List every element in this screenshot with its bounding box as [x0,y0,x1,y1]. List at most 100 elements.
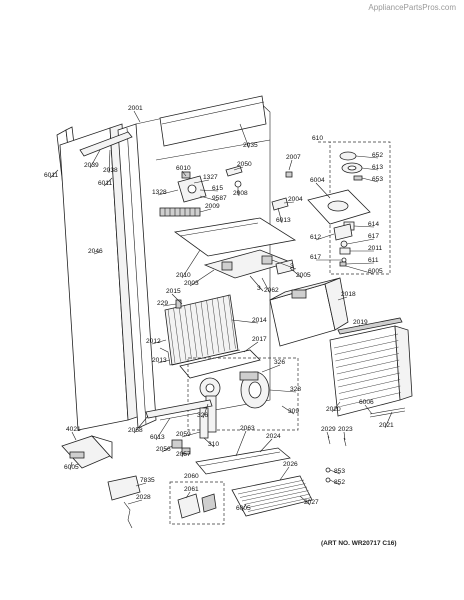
part-callout-2018[interactable]: 2018 [341,291,356,298]
fan-motor-326[interactable] [199,377,221,433]
part-callout-2019[interactable]: 2019 [353,319,368,326]
part-callout-2063[interactable]: 2063 [240,425,255,432]
part-callout-2014[interactable]: 2014 [252,317,267,324]
part-callout-2010[interactable]: 2010 [176,272,191,279]
fitting-613[interactable] [341,162,363,174]
part-callout-6011[interactable]: 6011 [44,172,59,179]
pin-617[interactable] [341,257,347,263]
valve-653[interactable] [353,175,363,181]
part-callout-2059[interactable]: 2059 [176,431,191,438]
clip-2057[interactable] [181,447,191,455]
part-callout-611[interactable]: 611 [368,257,379,264]
bracket-kit-2061[interactable] [177,493,217,519]
rear-grille-2020[interactable] [329,325,413,417]
part-callout-6005[interactable]: 6005 [236,505,251,512]
part-callout-6013[interactable]: 6013 [150,434,165,441]
part-callout-2013[interactable]: 2013 [152,357,167,364]
part-callout-2038[interactable]: 2038 [103,167,118,174]
part-callout-310[interactable]: 310 [208,441,219,448]
evaporator-coil-2014[interactable] [164,294,239,366]
part-callout-326[interactable]: 326 [274,359,285,366]
part-callout-2057[interactable]: 2057 [176,451,191,458]
part-callout-2001[interactable]: 2001 [128,105,143,112]
screw-strip-2021[interactable] [369,407,406,418]
bracket-7835[interactable] [107,475,141,501]
vent-grille-2009[interactable] [159,207,201,217]
fan-cover-2018[interactable] [269,277,349,347]
fitting-652[interactable] [339,151,357,161]
part-callout-612[interactable]: 612 [310,234,321,241]
gasket-strip-2019[interactable] [337,317,403,335]
part-callout-2015[interactable]: 2015 [166,288,181,295]
fan-motor-assembly-328[interactable] [239,371,270,409]
screw-853[interactable] [325,467,331,473]
clip-2056[interactable] [171,439,183,449]
part-callout-2029[interactable]: 2029 [321,426,336,433]
motor-612[interactable] [333,223,353,241]
part-callout-2058[interactable]: 2058 [128,427,143,434]
part-callout-2050[interactable]: 2050 [237,161,252,168]
part-callout-3[interactable]: 3 [290,263,294,270]
part-callout-2007[interactable]: 2007 [286,154,301,161]
part-callout-9587[interactable]: 9587 [212,195,227,202]
part-callout-617[interactable]: 617 [310,254,321,261]
part-callout-2027[interactable]: 2027 [304,499,319,506]
part-callout-2026[interactable]: 2026 [283,461,298,468]
part-callout-853[interactable]: 853 [334,468,345,475]
control-bracket-615[interactable] [177,171,207,203]
part-callout-3[interactable]: 3 [257,285,261,292]
part-callout-7835[interactable]: 7835 [140,477,155,484]
defrost-terminator-229[interactable] [175,299,182,309]
mullion-post-2001[interactable] [117,123,157,429]
bottom-track-2058[interactable] [145,399,213,419]
evaporator-heater-2013[interactable] [159,347,241,366]
part-callout-6004[interactable]: 6004 [310,177,325,184]
part-callout-2060[interactable]: 2060 [184,473,199,480]
part-callout-617[interactable]: 617 [368,233,379,240]
screw-2023[interactable] [343,437,347,447]
part-callout-6006[interactable]: 6006 [359,399,374,406]
part-callout-2023[interactable]: 2023 [338,426,353,433]
part-callout-1328[interactable]: 1328 [152,189,167,196]
part-callout-852[interactable]: 852 [334,479,345,486]
relay-cover-4021[interactable] [61,435,113,469]
top-rail-2039[interactable] [79,131,133,157]
screw-852[interactable] [325,477,331,483]
part-callout-2021[interactable]: 2021 [379,422,394,429]
part-callout-6011[interactable]: 6011 [98,180,113,187]
part-callout-615[interactable]: 615 [212,185,223,192]
part-callout-6005[interactable]: 6005 [64,464,79,471]
part-callout-2005[interactable]: 2005 [296,272,311,279]
part-callout-653[interactable]: 653 [372,176,383,183]
part-callout-2009[interactable]: 2009 [205,203,220,210]
part-callout-2039[interactable]: 2039 [84,162,99,169]
part-callout-1327[interactable]: 1327 [203,174,218,181]
part-callout-2046[interactable]: 2046 [88,248,103,255]
screw-2007[interactable] [285,171,293,178]
part-callout-614[interactable]: 614 [368,221,379,228]
part-callout-6005[interactable]: 6005 [368,268,383,275]
part-callout-328[interactable]: 328 [290,386,301,393]
gear-617[interactable] [340,240,348,248]
part-callout-309[interactable]: 309 [288,408,299,415]
part-callout-4021[interactable]: 4021 [66,426,81,433]
screw-2029[interactable] [327,435,331,445]
part-callout-2011[interactable]: 2011 [368,245,383,252]
part-callout-2003[interactable]: 2003 [184,280,199,287]
drain-trough-2017[interactable] [179,349,261,379]
ice-maker-cover-6004[interactable] [307,189,371,225]
part-callout-2062[interactable]: 2062 [264,287,279,294]
part-callout-2020[interactable]: 2020 [326,406,341,413]
part-callout-229[interactable]: 229 [157,300,168,307]
part-callout-2004[interactable]: 2004 [288,196,303,203]
drain-pan-2024[interactable] [195,447,291,475]
wire-harness-2028[interactable] [123,501,133,529]
part-callout-2035[interactable]: 2035 [243,142,258,149]
part-callout-6010[interactable]: 6010 [176,165,191,172]
part-callout-6013[interactable]: 6013 [276,217,291,224]
bracket-2011[interactable] [339,247,351,255]
part-callout-2017[interactable]: 2017 [252,336,267,343]
evaporator-cover-2010[interactable] [173,217,297,257]
switch-611[interactable] [339,261,347,267]
part-callout-652[interactable]: 652 [372,152,383,159]
